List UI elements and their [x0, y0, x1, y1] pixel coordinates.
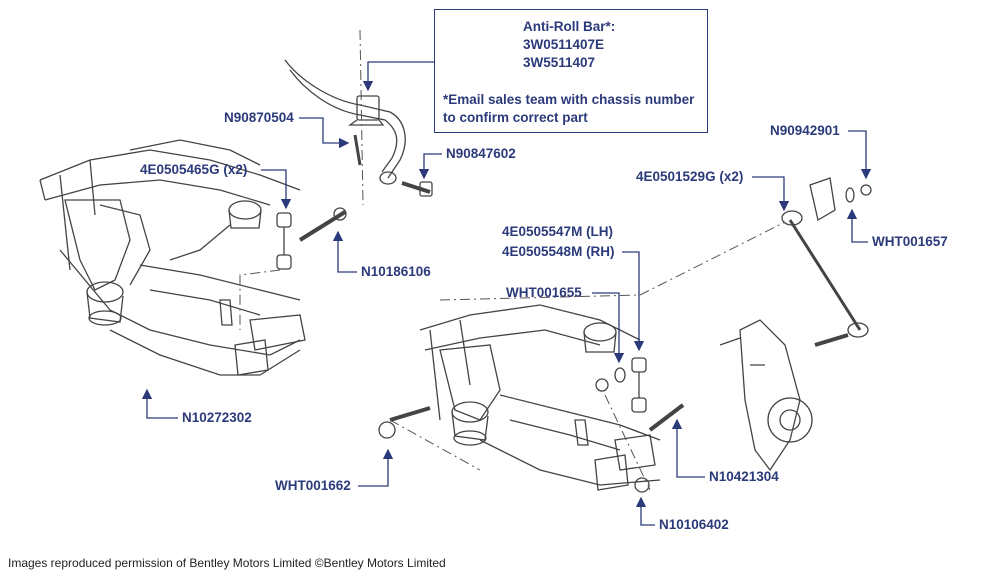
leader-n10186106: [332, 230, 357, 273]
callout-header: Anti-Roll Bar*: 3W0511407E 3W5511407: [523, 18, 615, 72]
label-n90847602: N90847602: [446, 146, 516, 161]
callout-note: *Email sales team with chassis number to…: [443, 91, 694, 127]
label-n10106402: N10106402: [659, 517, 729, 532]
leader-wht001655: [592, 292, 625, 364]
callout-part-1: 3W0511407E: [523, 37, 605, 52]
leader-n90942901: [848, 130, 872, 180]
callout-note-line-2: to confirm correct part: [443, 110, 588, 125]
label-wht001662: WHT001662: [275, 478, 351, 493]
leader-4e0505465g: [261, 169, 292, 210]
label-4e0505547m: 4E0505547M (LH): [502, 224, 614, 239]
label-wht001657: WHT001657: [872, 234, 948, 249]
leader-n10106402: [635, 496, 655, 526]
leader-wht001662: [358, 448, 394, 487]
leader-n90847602: [418, 153, 442, 180]
label-n10272302: N10272302: [182, 410, 252, 425]
callout-note-line-1: *Email sales team with chassis number: [443, 92, 695, 107]
upper-link-drawing: [781, 177, 872, 347]
leader-n10272302: [141, 388, 178, 419]
leader-wht001657: [846, 208, 868, 243]
label-4e0505465g: 4E0505465G (x2): [140, 162, 248, 177]
leader-lines: [141, 61, 872, 526]
label-n90870504: N90870504: [224, 110, 294, 125]
leader-4e0505548m: [622, 251, 645, 352]
right-subframe-drawing: [378, 304, 661, 491]
label-wht001655: WHT001655: [506, 285, 582, 300]
anti-roll-bar-callout: Anti-Roll Bar*: 3W0511407E 3W5511407 *Em…: [434, 9, 708, 133]
label-n10186106: N10186106: [361, 264, 431, 279]
label-4e0501529g: 4E0501529G (x2): [636, 169, 744, 184]
leader-n90870504: [299, 117, 350, 149]
hub-knuckle-drawing: [719, 319, 813, 472]
left-subframe-drawing: [39, 139, 306, 376]
assembly-centerlines: [239, 29, 786, 491]
label-n90942901: N90942901: [770, 123, 840, 138]
label-n10421304: N10421304: [709, 469, 779, 484]
leader-4e0501529g: [752, 176, 790, 212]
copyright-footer: Images reproduced permission of Bentley …: [8, 556, 446, 570]
right-drop-link-drawing: [595, 357, 685, 493]
callout-title: Anti-Roll Bar*:: [523, 19, 616, 34]
leader-callout: [362, 61, 434, 92]
leader-n10421304: [671, 418, 705, 478]
anti-roll-bar-drawing: [284, 59, 433, 197]
callout-part-2: 3W5511407: [523, 55, 596, 70]
label-4e0505548m: 4E0505548M (RH): [502, 244, 615, 259]
left-drop-link-drawing: [276, 207, 347, 270]
